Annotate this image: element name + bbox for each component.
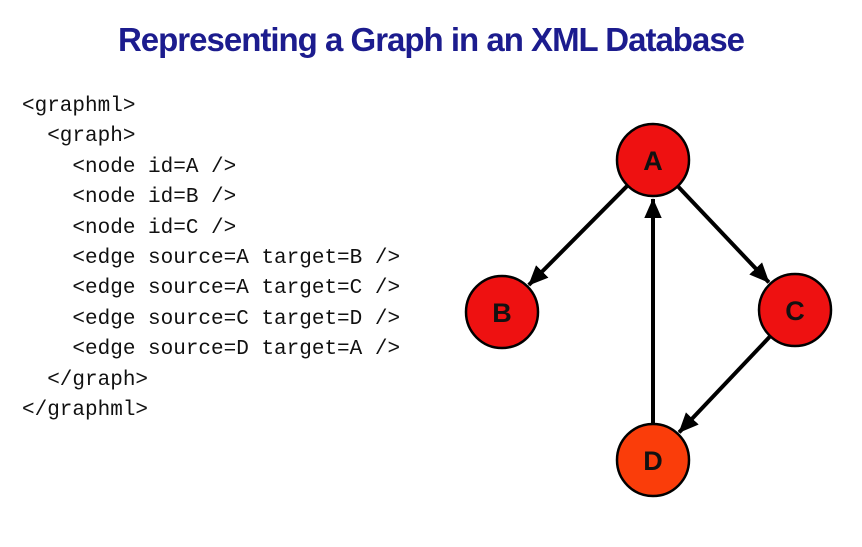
node-d-circle [615,422,691,498]
code-line: <edge source=C target=D /> [22,307,401,331]
node-d: D [615,422,691,498]
node-b-circle [464,274,540,350]
edge-a-to-c [676,185,771,284]
xml-code-block: <graphml> <graph> <node id=A /> <node id… [22,92,400,426]
node-a-label: A [643,146,663,176]
node-b-label: B [492,298,512,328]
code-line: <graph> [22,125,136,149]
graph-diagram: A B C D [464,122,833,498]
node-b: B [464,274,540,350]
node-d-label: D [643,446,663,476]
code-line: <node id=A /> [22,155,237,179]
code-line: <edge source=D target=A /> [22,338,401,362]
code-line: <graphml> [22,95,136,118]
node-a: A [615,122,691,198]
edge-a-to-c-line [676,185,771,284]
edge-c-to-d [677,335,772,434]
code-line: <node id=B /> [22,186,237,210]
node-a-circle [615,122,691,198]
node-c: C [757,272,833,348]
node-c-label: C [785,296,805,326]
code-line: <edge source=A target=C /> [22,277,401,301]
code-line: <edge source=A target=B /> [22,247,401,271]
node-c-circle [757,272,833,348]
page-title: Representing a Graph in an XML Database [117,21,745,58]
code-line: <node id=C /> [22,216,237,240]
code-line: </graphml> [22,399,149,423]
edge-a-to-b-line [527,184,629,287]
edge-a-to-b [527,184,629,287]
edge-c-to-d-line [677,335,772,434]
code-line: </graph> [22,368,149,392]
